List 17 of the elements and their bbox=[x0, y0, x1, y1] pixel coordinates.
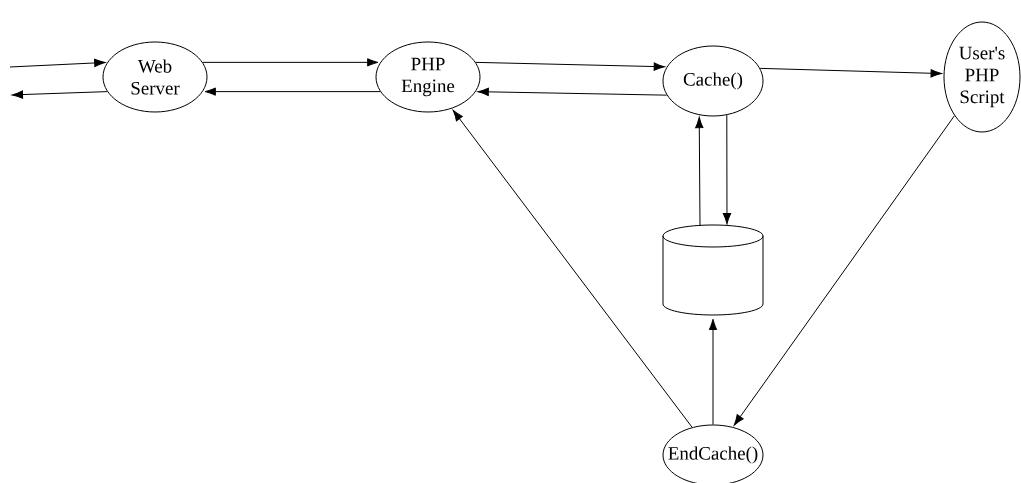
ellipse-node: Web Server bbox=[102, 41, 208, 113]
arrow bbox=[202, 58, 379, 67]
arrow bbox=[11, 90, 108, 99]
arrow bbox=[759, 67, 942, 78]
arrow bbox=[722, 114, 732, 225]
arrow bbox=[475, 61, 665, 71]
ellipse-node: Cache() bbox=[662, 45, 764, 117]
arrow bbox=[204, 87, 381, 96]
arrow bbox=[9, 58, 106, 68]
arrow bbox=[708, 318, 718, 425]
arrow bbox=[477, 87, 668, 96]
ellipse-node: User's PHP Script bbox=[943, 21, 1021, 133]
arrow bbox=[452, 109, 693, 428]
arrow bbox=[733, 115, 955, 426]
database-cylinder bbox=[662, 224, 764, 316]
ellipse-node: PHP Engine bbox=[375, 41, 481, 113]
arrow bbox=[695, 116, 704, 227]
